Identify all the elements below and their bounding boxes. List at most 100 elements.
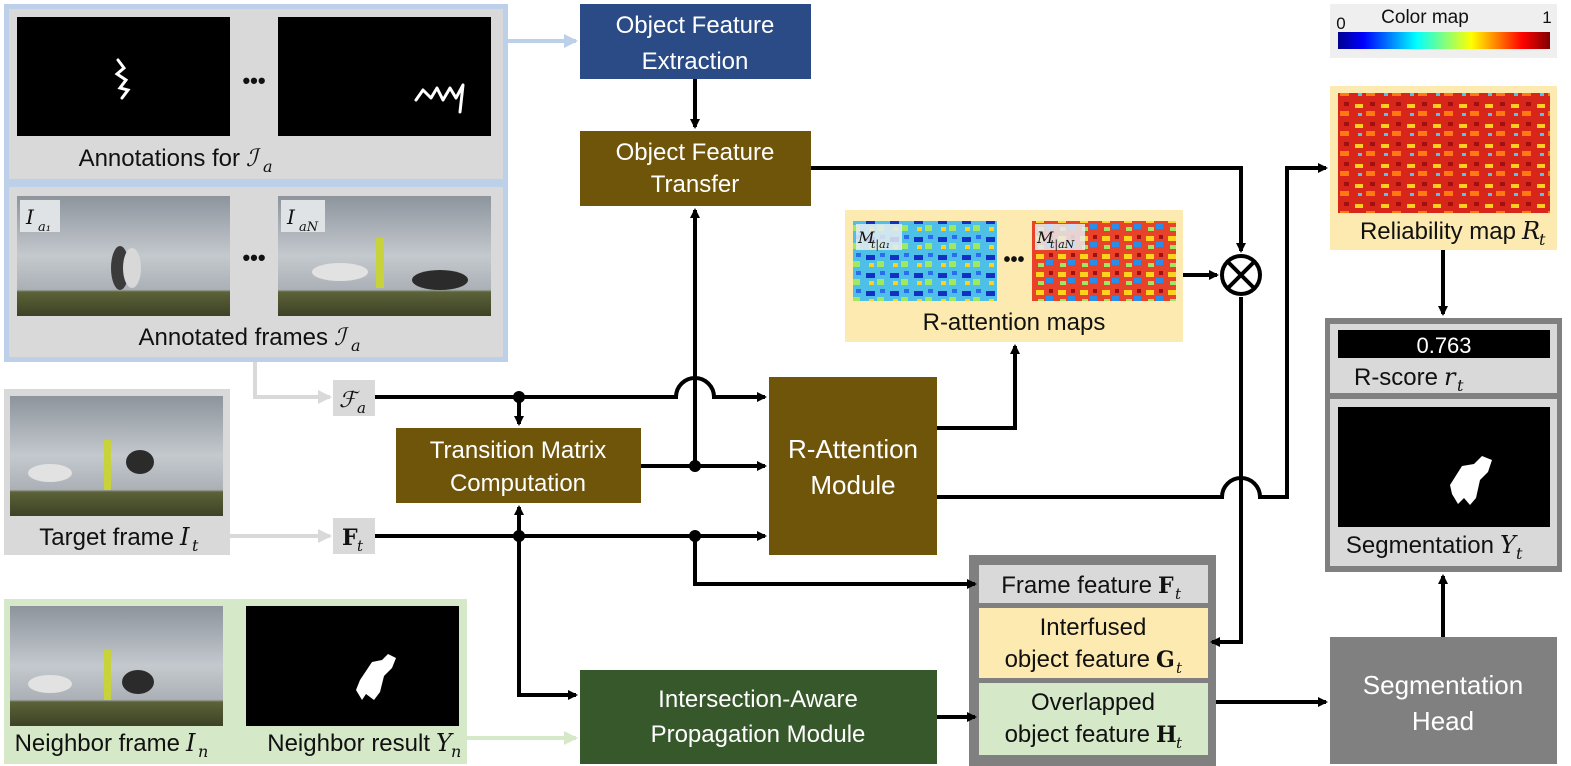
svg-text:object feature: object feature [1005, 721, 1150, 748]
svg-text:Segmentation: Segmentation [1363, 670, 1523, 700]
object-feature-transfer-box: Object Feature Transfer [580, 131, 811, 206]
overlapped-feature-cell [979, 683, 1208, 755]
r-score-value-bar [1338, 330, 1550, 358]
arrow-ft-to-propagation [517, 536, 578, 700]
segmentation-output-mask [1338, 407, 1550, 527]
svg-text:Transition Matrix: Transition Matrix [430, 437, 606, 464]
target-frame-image [10, 396, 223, 516]
annotations-symbol-sub: a [263, 157, 273, 176]
svg-text:Transfer: Transfer [651, 171, 739, 198]
fa-feature-tag: ℱ a [333, 380, 375, 417]
svg-text:Extraction: Extraction [642, 48, 749, 75]
annotation-mask-1 [17, 17, 230, 136]
frames-caption: Annotated frames [139, 324, 328, 351]
annotations-symbol: ℐ [246, 144, 261, 172]
connectors [375, 79, 1448, 722]
target-symbol: I [179, 523, 190, 551]
target-caption: Target frame [39, 524, 174, 551]
svg-text:Interfused: Interfused [1040, 614, 1147, 641]
svg-text:F: F [1158, 573, 1174, 599]
r-score-symbol: r [1444, 363, 1457, 391]
r-attention-maps-panel: M t|a₁ ••• M t|aN R-attention maps [845, 210, 1183, 342]
svg-text:G: G [1156, 647, 1175, 673]
intersection-aware-propagation-box: Intersection-Aware Propagation Module [580, 670, 937, 764]
arrow-transfer-to-multiply [811, 166, 1246, 253]
neighbor-result-mask [246, 606, 459, 726]
annotation-scribble-1 [114, 58, 131, 100]
segmentation-symbol: Y [1500, 531, 1518, 559]
annotated-input-panel: ••• Annotations for ℐ a I a₁ ••• I aN An… [4, 4, 508, 362]
svg-text:I: I [25, 205, 35, 229]
svg-text:Frame feature: Frame feature [1001, 572, 1152, 599]
svg-text:Propagation Module: Propagation Module [651, 721, 866, 748]
r-attention-module-box: R-Attention Module [769, 377, 937, 555]
colorbar-title: Color map [1381, 7, 1469, 28]
neighbor-result-silhouette [356, 654, 396, 700]
arrow-fa-to-r-attention [375, 376, 767, 402]
attention-maps-caption: R-attention maps [923, 309, 1106, 336]
annotated-frame-1: I a₁ [17, 196, 230, 316]
svg-text:a: a [357, 399, 366, 417]
neighbor-result-symbol: Y [436, 729, 454, 757]
svg-text:Object Feature: Object Feature [616, 12, 775, 39]
svg-text:Module: Module [810, 470, 895, 500]
reliability-caption: Reliability map [1360, 218, 1516, 245]
segmentation-symbol-sub: t [1516, 544, 1523, 563]
interfused-feature-cell [979, 608, 1208, 678]
svg-text:F: F [342, 525, 358, 551]
annotation-scribble-n [414, 83, 465, 114]
r-score-value: 0.763 [1416, 333, 1471, 358]
neighbor-frame-symbol: I [185, 729, 196, 757]
arrow-r-attention-to-reliability [937, 163, 1328, 499]
target-symbol-sub: t [192, 536, 199, 555]
arrow-frames-to-fa [253, 362, 332, 404]
svg-text:t|a₁: t|a₁ [871, 238, 890, 252]
neighbor-frame-caption: Neighbor frame [15, 730, 180, 757]
segmentation-output-silhouette [1450, 456, 1492, 505]
svg-text:Overlapped: Overlapped [1031, 689, 1155, 716]
colorbar-min: 0 [1336, 14, 1345, 33]
reliability-map-panel: Reliability map R t [1330, 86, 1557, 250]
svg-text:Computation: Computation [450, 470, 586, 497]
junction-dots [513, 391, 701, 542]
circled-times-icon [1220, 254, 1262, 296]
annotated-frame-n: I aN [278, 196, 491, 316]
frame-feature-cell [979, 565, 1208, 603]
reliability-map-image [1338, 93, 1550, 213]
arrow-multiply-to-interfused [1210, 297, 1243, 647]
svg-text:t: t [357, 537, 364, 555]
annotation-ellipsis: ••• [242, 68, 265, 93]
feature-stack-panel: Frame feature F t Interfused object feat… [969, 555, 1216, 766]
neighbor-frame-symbol-sub: n [198, 742, 208, 761]
output-panel: 0.763 R-score r t Segmentation Y t [1325, 318, 1562, 572]
reliability-symbol: R [1521, 217, 1540, 245]
segmentation-caption: Segmentation [1346, 532, 1494, 559]
neighbor-result-caption: Neighbor result [267, 730, 430, 757]
svg-text:R-Attention: R-Attention [788, 434, 918, 464]
colorbar-max: 1 [1542, 8, 1551, 27]
frames-symbol: ℐ [334, 323, 349, 351]
object-feature-extraction-box: Object Feature Extraction [580, 4, 811, 79]
svg-text:t|aN: t|aN [1050, 238, 1075, 252]
reliability-symbol-sub: t [1539, 230, 1546, 249]
svg-text:t: t [1175, 585, 1182, 603]
arrow-ft-to-frame-feature [693, 536, 977, 589]
r-score-symbol-sub: t [1457, 376, 1464, 395]
target-frame-panel: Target frame I t [4, 389, 230, 555]
colorbar-gradient [1338, 32, 1550, 49]
neighbor-frame-image [10, 606, 223, 726]
svg-text:object feature: object feature [1005, 646, 1150, 673]
svg-text:Intersection-Aware: Intersection-Aware [658, 686, 858, 713]
svg-text:M: M [857, 228, 875, 247]
r-score-caption: R-score [1354, 364, 1438, 391]
svg-text:H: H [1156, 722, 1177, 748]
svg-text:a₁: a₁ [38, 220, 51, 235]
svg-text:Object Feature: Object Feature [616, 139, 775, 166]
segmentation-head-box: Segmentation Head [1330, 637, 1557, 764]
color-map-legend: Color map 0 1 [1330, 4, 1557, 58]
transition-matrix-box: Transition Matrix Computation [396, 428, 641, 503]
svg-text:t: t [1176, 659, 1183, 677]
ft-feature-tag: F t [333, 518, 375, 555]
svg-text:aN: aN [299, 220, 319, 235]
neighbor-panel: Neighbor frame I n Neighbor result Y n [4, 599, 467, 764]
